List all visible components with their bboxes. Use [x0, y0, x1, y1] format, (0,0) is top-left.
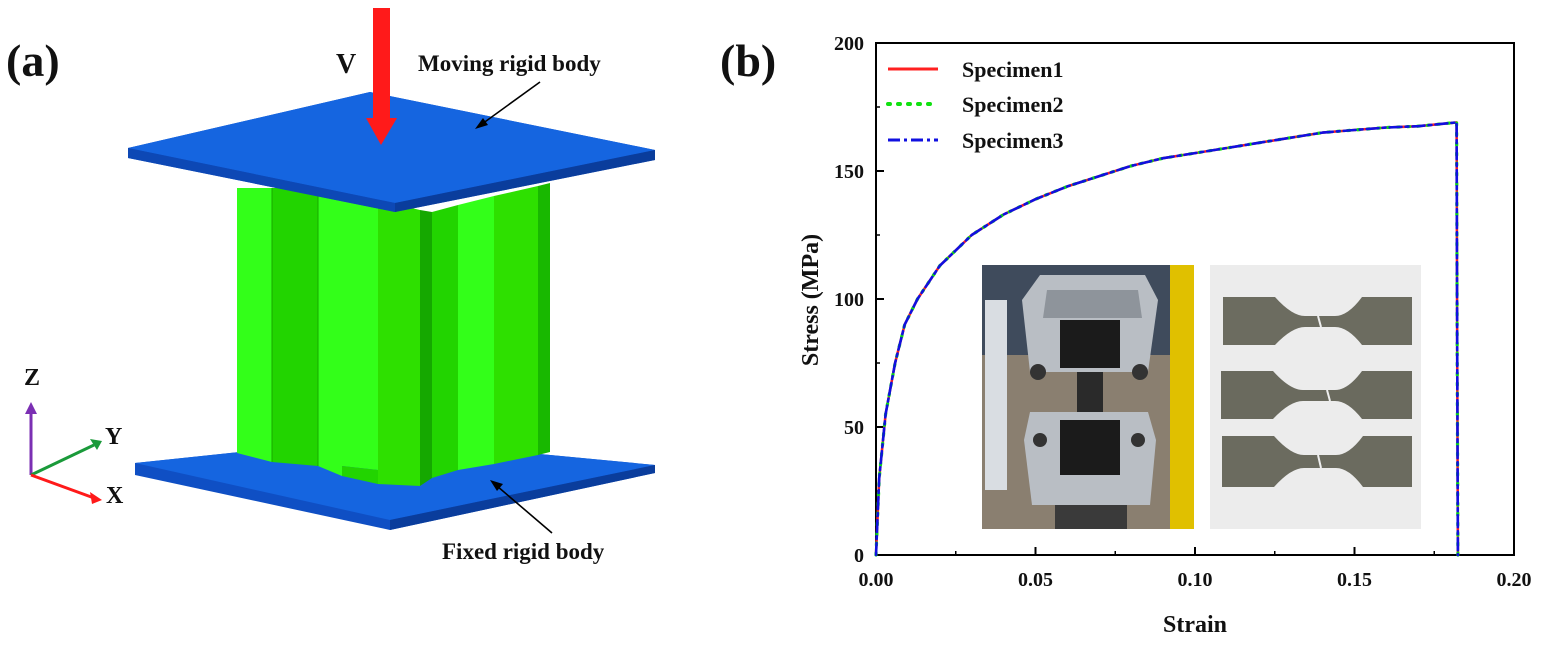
panel-a-label: (a): [6, 35, 60, 86]
x-tick-label: 0.05: [1018, 569, 1053, 591]
legend-label-specimen2: Specimen2: [962, 92, 1063, 117]
x-tick-label: 0.20: [1497, 569, 1532, 591]
moving-rigid-body: [128, 92, 655, 212]
moving-body-pointer: [481, 81, 541, 125]
x-tick-label: 0.15: [1337, 569, 1372, 591]
inset-photo-fractured-specimens: [1210, 265, 1421, 529]
legend: Specimen1 Specimen2 Specimen3: [886, 57, 1063, 153]
fixed-body-label: Fixed rigid body: [442, 539, 605, 564]
y-tick-label: 50: [844, 417, 864, 439]
x-axis-title: Strain: [1163, 612, 1227, 638]
y-tick-label: 0: [854, 545, 864, 567]
axis-x-label: X: [106, 483, 124, 509]
column-body: [237, 183, 550, 486]
moving-body-label: Moving rigid body: [418, 51, 601, 76]
panel-b: (b) 0.00 0.05 0.10 0.15 0.20 0 50 100 150 200: [720, 33, 1532, 638]
axis-ticks: 0.00 0.05 0.10 0.15 0.20 0 50 100 150 200: [834, 33, 1532, 591]
x-tick-label: 0.00: [859, 569, 894, 591]
y-axis-title: Stress (MPa): [798, 234, 824, 366]
y-tick-label: 100: [834, 289, 864, 311]
series-line-specimen3: [874, 121, 1460, 557]
y-tick-label: 150: [834, 161, 864, 183]
panel-a: (a): [6, 8, 655, 564]
legend-label-specimen1: Specimen1: [962, 57, 1063, 82]
y-tick-label: 200: [834, 33, 864, 55]
axis-y-label: Y: [105, 424, 122, 450]
velocity-arrow: [366, 8, 397, 145]
panel-b-label: (b): [720, 35, 776, 86]
velocity-label: V: [336, 49, 356, 80]
fixed-body-pointer: [496, 485, 553, 534]
legend-label-specimen3: Specimen3: [962, 128, 1063, 153]
x-tick-label: 0.10: [1178, 569, 1213, 591]
series-lines: [874, 120, 1460, 557]
coordinate-axes: [25, 402, 102, 504]
axis-z-label: Z: [24, 365, 40, 391]
inset-photo-testing-machine: [982, 265, 1194, 529]
